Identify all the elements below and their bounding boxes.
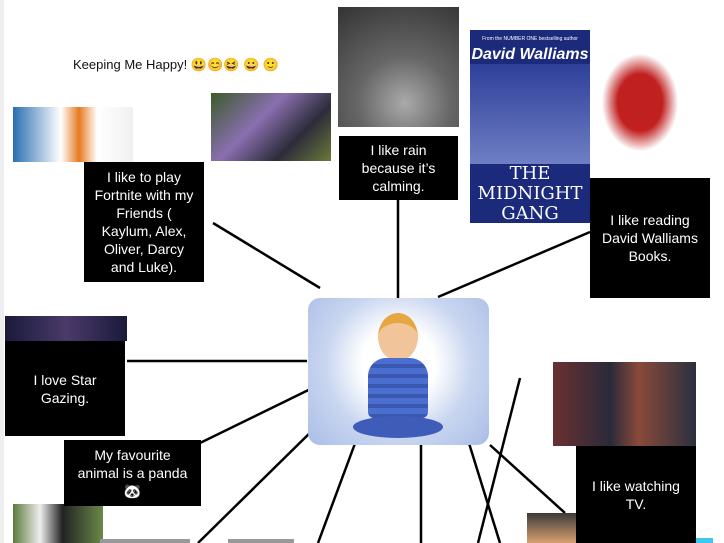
- tv-text: I like watching TV.: [592, 477, 680, 512]
- line-tv: [489, 444, 566, 514]
- star-sky-image: [5, 316, 127, 341]
- line-a: [197, 422, 321, 543]
- it-crowd-image: [553, 362, 696, 446]
- emoji-row: 😃😊😆 😀 🙂: [190, 57, 279, 72]
- book-illustration: [470, 64, 590, 164]
- line-d: [476, 377, 522, 543]
- line-fortnite: [212, 221, 321, 290]
- fortnite-box: I like to play Fortnite with my Friends …: [84, 162, 204, 282]
- reading-box: I like reading David Walliams Books.: [590, 178, 710, 298]
- line-reading: [437, 230, 591, 299]
- book-tagline: From the NUMBER ONE bestselling author: [482, 36, 578, 42]
- clownfish-image: [13, 107, 133, 162]
- page-edge: [0, 0, 4, 543]
- stars-box: I love Star Gazing.: [5, 341, 125, 436]
- red-dragon-image: [595, 45, 685, 160]
- line-e: [466, 439, 502, 543]
- fortnite-text: I like to play Fortnite with my Friends …: [94, 169, 194, 275]
- meditating-boy-image: [308, 298, 489, 445]
- panda-image: [13, 504, 103, 543]
- panda-text: My favourite animal is a panda: [77, 447, 188, 481]
- rain-text: I like rain because it’s calming.: [361, 142, 436, 194]
- book-author: David Walliams: [471, 46, 589, 63]
- boy-legs: [353, 416, 443, 438]
- midnight-gang-book-image: From the NUMBER ONE bestselling author D…: [470, 30, 590, 223]
- rain-image: [338, 7, 459, 127]
- book-title: THE MIDNIGHT GANG: [477, 163, 583, 224]
- boy-head: [378, 313, 418, 361]
- line-b: [316, 429, 362, 543]
- panda-box: My favourite animal is a panda 🐼: [64, 440, 201, 506]
- fortnite-image: [211, 93, 331, 161]
- reading-text: I like reading David Walliams Books.: [602, 212, 698, 264]
- grey-box-1: [100, 539, 190, 543]
- page-title: Keeping Me Happy! 😃😊😆 😀 🙂: [73, 57, 279, 73]
- stars-text: I love Star Gazing.: [33, 371, 97, 406]
- tv-box: I like watching TV.: [576, 446, 696, 543]
- grey-box-2: [228, 539, 294, 543]
- rain-box: I like rain because it’s calming.: [339, 136, 458, 200]
- panda-emoji: 🐼: [123, 483, 142, 499]
- title-text: Keeping Me Happy!: [73, 57, 188, 72]
- boy-body: [368, 358, 428, 418]
